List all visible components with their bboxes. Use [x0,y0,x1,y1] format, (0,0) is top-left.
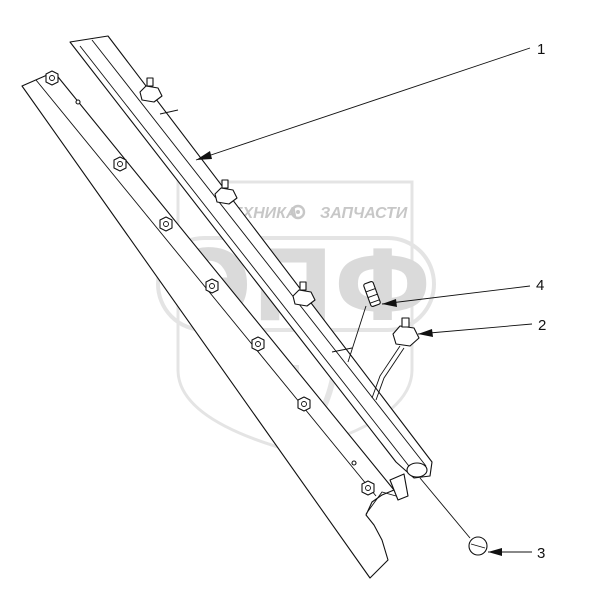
bolt [205,278,219,294]
arrowhead-1 [196,151,212,160]
bolt [113,156,127,172]
part-2-nozzle [371,317,420,401]
bolt [297,396,311,412]
callout-2: 2 [538,317,546,334]
support-rail [69,35,433,515]
callout-4: 4 [536,277,544,294]
rail-nozzles [139,77,316,307]
arrowhead-2 [418,329,433,337]
part-3-plug [419,477,488,556]
gear-icon [290,204,306,220]
rail-end-cap [406,462,428,478]
leader-line-1 [195,47,531,161]
nozzle [292,281,316,307]
callout-3: 3 [537,545,545,562]
bolt [159,216,173,232]
plate-bolts [45,70,375,496]
plate-hole [75,99,81,105]
leader-line-4 [381,285,531,305]
arrowhead-3 [488,548,502,556]
blade-plate [21,71,395,579]
nozzle [139,77,163,103]
bolt [45,70,59,86]
bolt [251,336,265,352]
part-4-fitting [347,281,381,363]
callout-1: 1 [537,41,545,58]
watermark-brand-right: ЗАПЧАСТИ [320,205,408,222]
arrowhead-4 [382,299,397,307]
nozzle [214,179,238,205]
plate-hole [351,460,357,466]
bolt [361,480,375,496]
leader-line-2 [417,323,533,335]
